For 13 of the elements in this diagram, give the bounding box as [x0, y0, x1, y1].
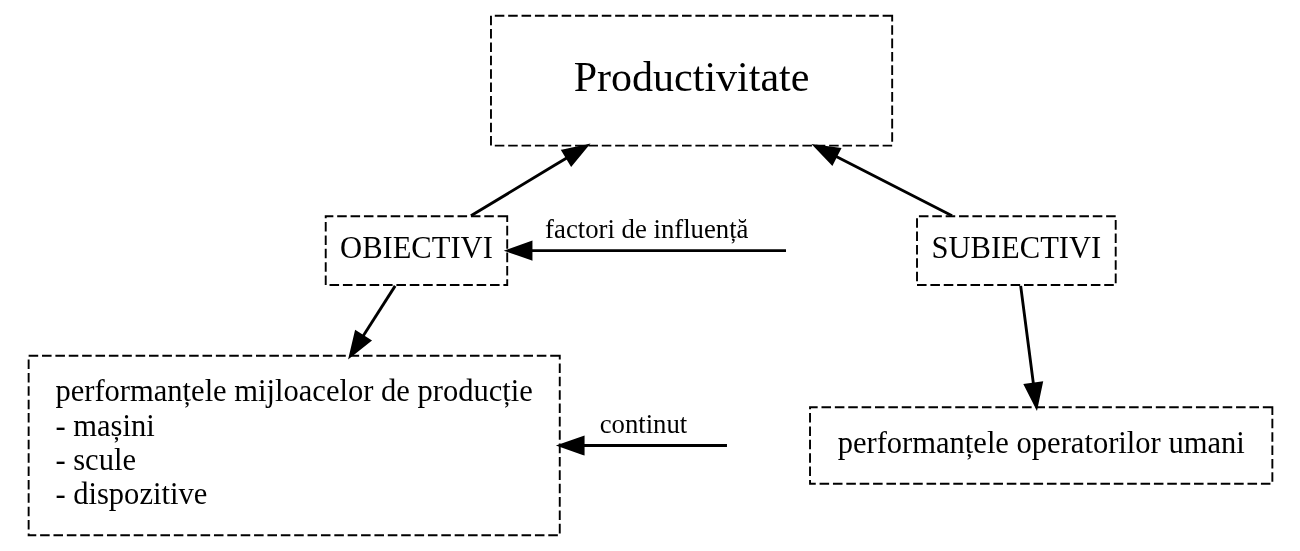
node-box: OBIECTIVI: [324, 215, 508, 286]
node-box: SUBIECTIVI: [915, 215, 1117, 286]
arrow: [503, 240, 786, 261]
arrow: [555, 435, 727, 456]
edge-label: factori de influență: [544, 213, 749, 244]
arrow: [469, 143, 590, 218]
node-box: performanțele mijloacelor de producție - mașini - scule - dispozitive: [27, 354, 561, 537]
node-box: performanțele operatorilor umani: [808, 406, 1273, 485]
arrow: [810, 143, 953, 218]
node-box: Productivitate: [489, 14, 893, 147]
edge-label: continut: [599, 408, 687, 439]
arrow: [347, 285, 396, 360]
arrow: [1018, 285, 1043, 412]
